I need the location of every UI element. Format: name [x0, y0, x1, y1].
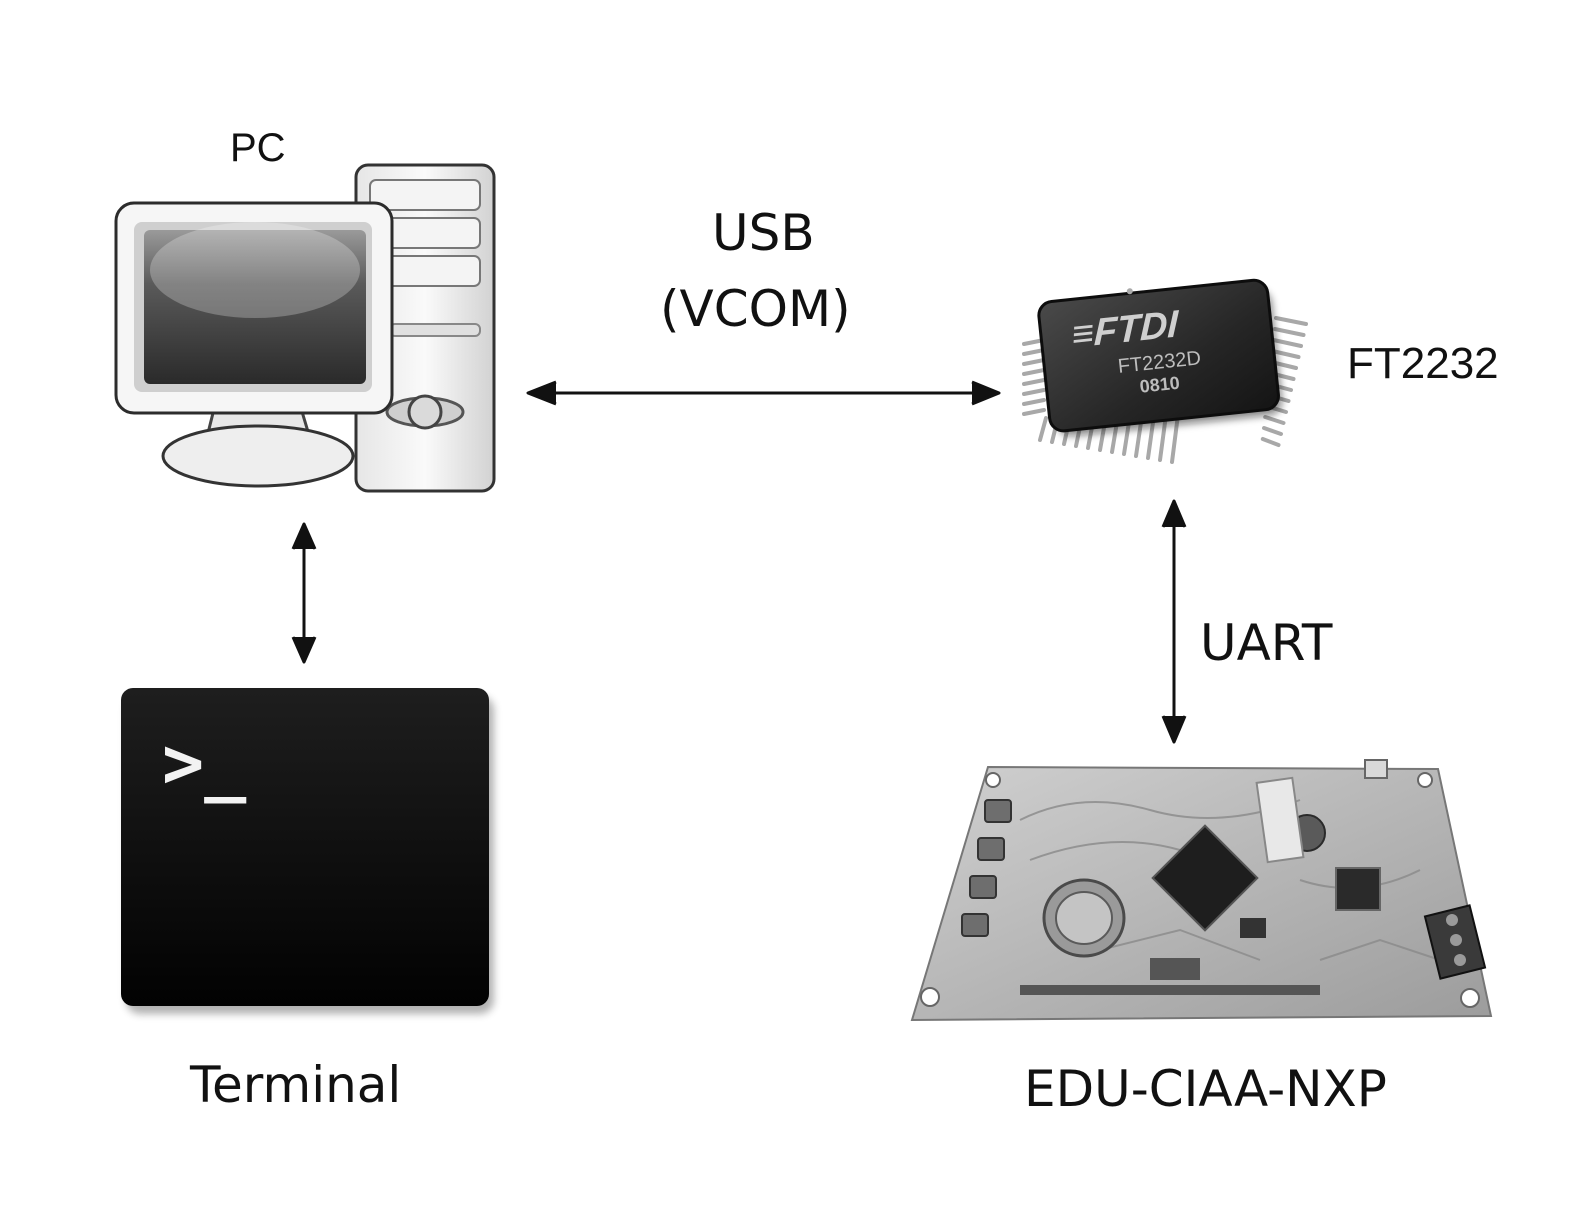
chip-pin [1038, 416, 1048, 442]
chip-pin [1022, 408, 1046, 416]
chip-pin [1271, 338, 1303, 348]
chip-pin [1022, 398, 1046, 406]
terminal-icon [121, 688, 494, 1014]
circuit-board-icon [910, 759, 1493, 1022]
uart-link-arrow [1161, 499, 1187, 744]
terminal-prompt: >_ [162, 722, 247, 804]
desktop-computer-icon [114, 163, 496, 493]
ftdi-chip-icon: ≡FTDI FT2232D 0810 [1022, 278, 1308, 464]
uart-link-label: UART [1200, 614, 1333, 672]
chip-pin [1272, 327, 1306, 337]
edu-ciaa-nxp-label: EDU-CIAA-NXP [1024, 1060, 1387, 1118]
pc-terminal-link-arrow [291, 522, 317, 664]
ft2232-label: FT2232 [1347, 339, 1499, 388]
chip-pin [1022, 368, 1046, 376]
chip-pin [1022, 388, 1046, 396]
usb-link-arrow [526, 380, 1001, 406]
chip-pin [1022, 348, 1046, 356]
chip-pin [1262, 426, 1283, 436]
chip-pin [1274, 316, 1308, 326]
chip-pin [1263, 415, 1286, 425]
usb-link-label: USB [712, 204, 815, 262]
chip-pin [1022, 358, 1046, 366]
pc-label: PC [230, 126, 286, 170]
svg-text:0810: 0810 [1139, 373, 1181, 397]
terminal-label: Terminal [190, 1056, 402, 1114]
usb-link-sublabel: (VCOM) [660, 280, 851, 338]
chip-pin [1260, 437, 1281, 447]
chip-pin [1022, 378, 1046, 386]
